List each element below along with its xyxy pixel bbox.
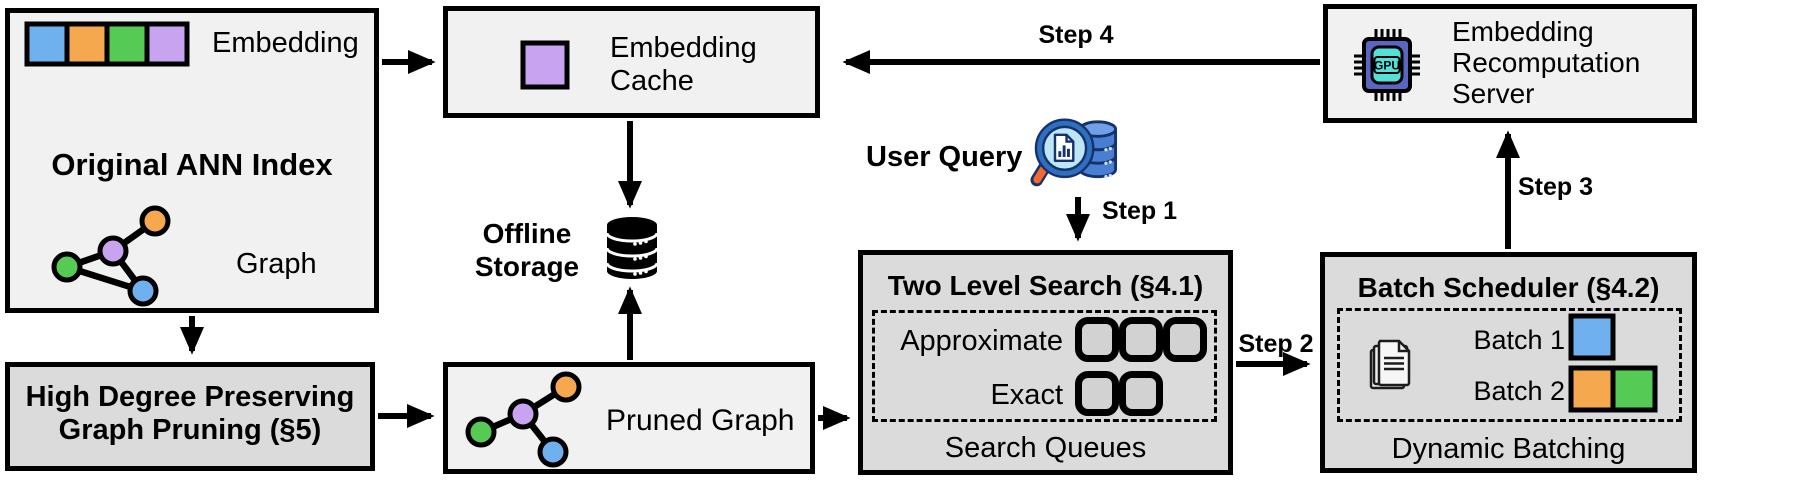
approximate-queue-slots (1075, 317, 1207, 362)
search-queues-caption: Search Queues (944, 432, 1147, 464)
batch1-embedding-icon (1568, 313, 1616, 361)
batch-scheduler-box: Batch Scheduler (§4.2) Batch 1 Batch 2 D… (1320, 252, 1697, 473)
graph-node-orange (550, 371, 582, 403)
graph-pruning-title: High Degree Preserving Graph Pruning (§5… (10, 381, 370, 447)
server-line3: Server (1452, 78, 1535, 109)
ann-graph-icon (51, 205, 171, 307)
cached-embedding-icon (520, 40, 570, 90)
batch1-label: Batch 1 (1473, 325, 1565, 355)
embedding-cell-purple (144, 21, 190, 67)
approximate-queue-label: Approximate (900, 325, 1063, 357)
embedding-cell-blue (24, 21, 70, 67)
offline-storage-line2: Storage (474, 251, 580, 282)
dynamic-batching-caption: Dynamic Batching (1391, 433, 1626, 465)
embedding-vector-icon (24, 21, 190, 67)
offline-storage-label: Offline Storage (462, 217, 592, 283)
server-label: Embedding Recomputation Server (1452, 16, 1640, 109)
step1-label: Step 1 (1102, 197, 1178, 225)
step2-label: Step 2 (1238, 330, 1314, 358)
embedding-cache-line2: Cache (610, 65, 694, 97)
graph-node-green (51, 251, 83, 283)
embedding-cell-green (104, 21, 150, 67)
user-query-search-database-icon (1030, 118, 1118, 187)
embedding-cache-box: Embedding Cache (443, 6, 820, 118)
gpu-text: GPU (1374, 59, 1400, 73)
step3-label: Step 3 (1518, 173, 1594, 201)
graph-node-blue (127, 275, 159, 307)
queue-slot (1119, 371, 1163, 416)
graph-node-green (465, 416, 497, 448)
graph-pruning-box: High Degree Preserving Graph Pruning (§5… (5, 362, 375, 471)
graph-pruning-line1: High Degree Preserving (25, 381, 355, 413)
graph-node-orange (139, 205, 171, 237)
exact-queue-slots (1075, 371, 1163, 416)
documents-stack-icon (1369, 339, 1411, 390)
embedding-label: Embedding (212, 27, 359, 59)
offline-storage-database-icon (605, 217, 659, 279)
graph-node-purple (507, 398, 539, 430)
dynamic-batching-dashed-panel (1337, 308, 1682, 422)
pruned-graph-box: Pruned Graph (443, 362, 815, 474)
queue-slot (1075, 317, 1119, 362)
embedding-cell-orange (64, 21, 110, 67)
embedding-recomputation-server-box: GPU Embedding Recomputation Server (1323, 4, 1697, 123)
magnifier-glyph (1030, 118, 1095, 187)
step4-label: Step 4 (1038, 21, 1114, 49)
queue-slot (1075, 371, 1119, 416)
two-level-search-title: Two Level Search (§4.1) (887, 270, 1204, 301)
graph-label: Graph (236, 248, 317, 280)
search-queues-dashed-panel (872, 310, 1217, 422)
user-query-label: User Query (866, 141, 1023, 173)
batch2-label: Batch 2 (1473, 376, 1565, 406)
graph-node-purple (97, 235, 129, 267)
server-line1: Embedding (1452, 16, 1594, 47)
offline-storage-line1: Offline (482, 218, 572, 249)
batch-scheduler-title: Batch Scheduler (§4.2) (1357, 272, 1660, 303)
embedding-cache-label: Embedding Cache (610, 32, 757, 98)
queue-slot (1119, 317, 1163, 362)
two-level-search-box: Two Level Search (§4.1) Approximate Exac… (858, 250, 1233, 475)
gpu-chip-icon: GPU (1354, 29, 1420, 101)
server-line2: Recomputation (1452, 47, 1641, 78)
exact-queue-label: Exact (990, 379, 1063, 411)
queue-slot (1163, 317, 1207, 362)
graph-pruning-line2: Graph Pruning (§5) (58, 414, 322, 446)
original-ann-index-box: Embedding Original ANN Index Graph (5, 8, 379, 313)
pruned-graph-label: Pruned Graph (606, 404, 795, 437)
embedding-cache-line1: Embedding (610, 32, 757, 64)
original-ann-index-title: Original ANN Index (51, 147, 333, 182)
pruned-graph-icon (465, 371, 582, 468)
graph-node-blue (537, 436, 569, 468)
batch2-embeddings-icon (1568, 365, 1658, 413)
